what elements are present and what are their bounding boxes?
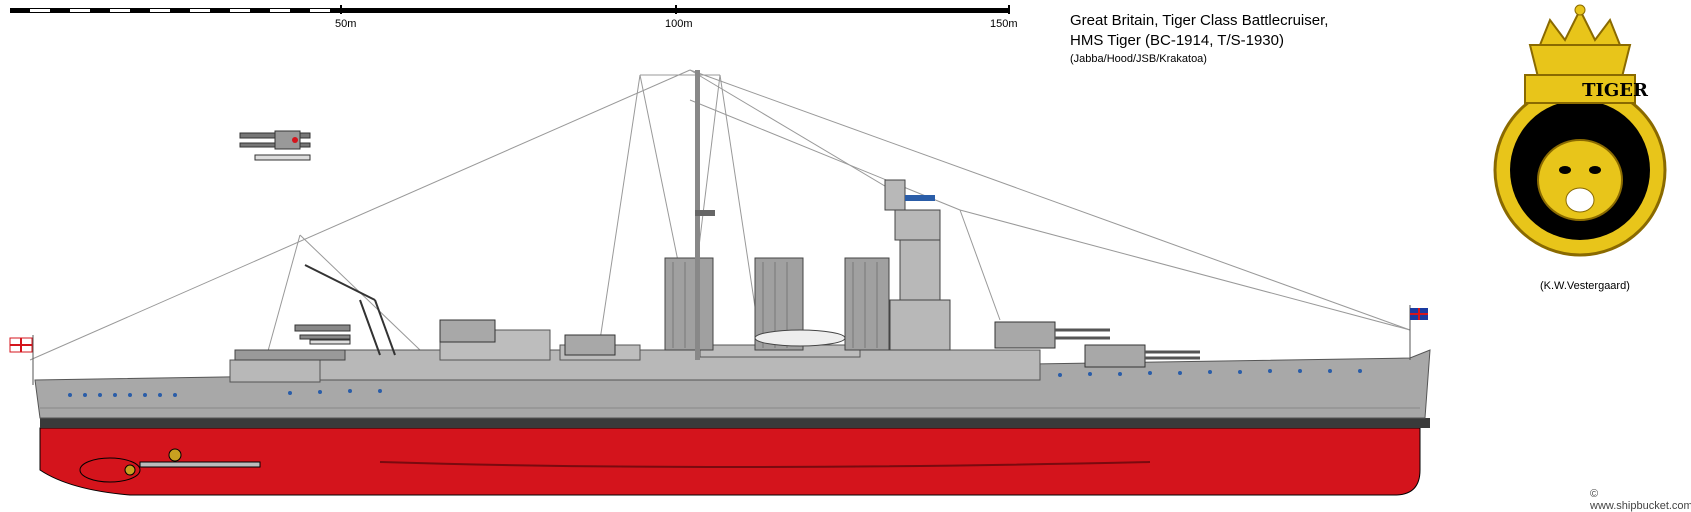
- caption-authors: (Jabba/Hood/JSB/Krakatoa): [1070, 53, 1207, 65]
- caption-title: Great Britain, Tiger Class Battlecruiser…: [1070, 12, 1329, 29]
- hull-upper: [34, 349, 1431, 419]
- jack-flag-icon: [1409, 305, 1428, 360]
- crown-icon: [1528, 4, 1632, 86]
- deckhouse-aft: [229, 359, 321, 383]
- ship-profile: [9, 69, 1431, 496]
- portholes: [68, 369, 1362, 397]
- watermark: © www.shipbucket.com: [1590, 488, 1691, 512]
- ensign-flag-icon: [9, 335, 34, 385]
- caption-subtitle: HMS Tiger (BC-1914, T/S-1930): [1070, 32, 1284, 49]
- badge-title: TIGER: [1582, 80, 1648, 101]
- scale-label-150: 150m: [990, 18, 1018, 30]
- artist-credit: (K.W.Vestergaard): [1540, 280, 1630, 292]
- bridge: [884, 179, 951, 351]
- deckhouse-mid: [319, 349, 1041, 381]
- ships-boat: [754, 329, 846, 347]
- main-turrets: [439, 319, 1146, 368]
- badge-banner: [1524, 74, 1636, 104]
- ship-badge: [1493, 4, 1667, 257]
- crane: [304, 264, 396, 356]
- flying-seaplane-icon: [239, 130, 311, 161]
- propellers: [79, 448, 261, 483]
- tiger-head-icon: [1537, 139, 1623, 221]
- seaplane-icon: [294, 324, 351, 345]
- boot-topping: [40, 418, 1430, 428]
- rigging: [29, 69, 1411, 381]
- scale-label-50: 50m: [335, 18, 357, 30]
- scale-bar: [10, 5, 1010, 14]
- catapult: [234, 349, 346, 361]
- scale-label-100: 100m: [665, 18, 693, 30]
- hull-lower: [39, 427, 1421, 496]
- scale-bar-line: [10, 8, 1010, 13]
